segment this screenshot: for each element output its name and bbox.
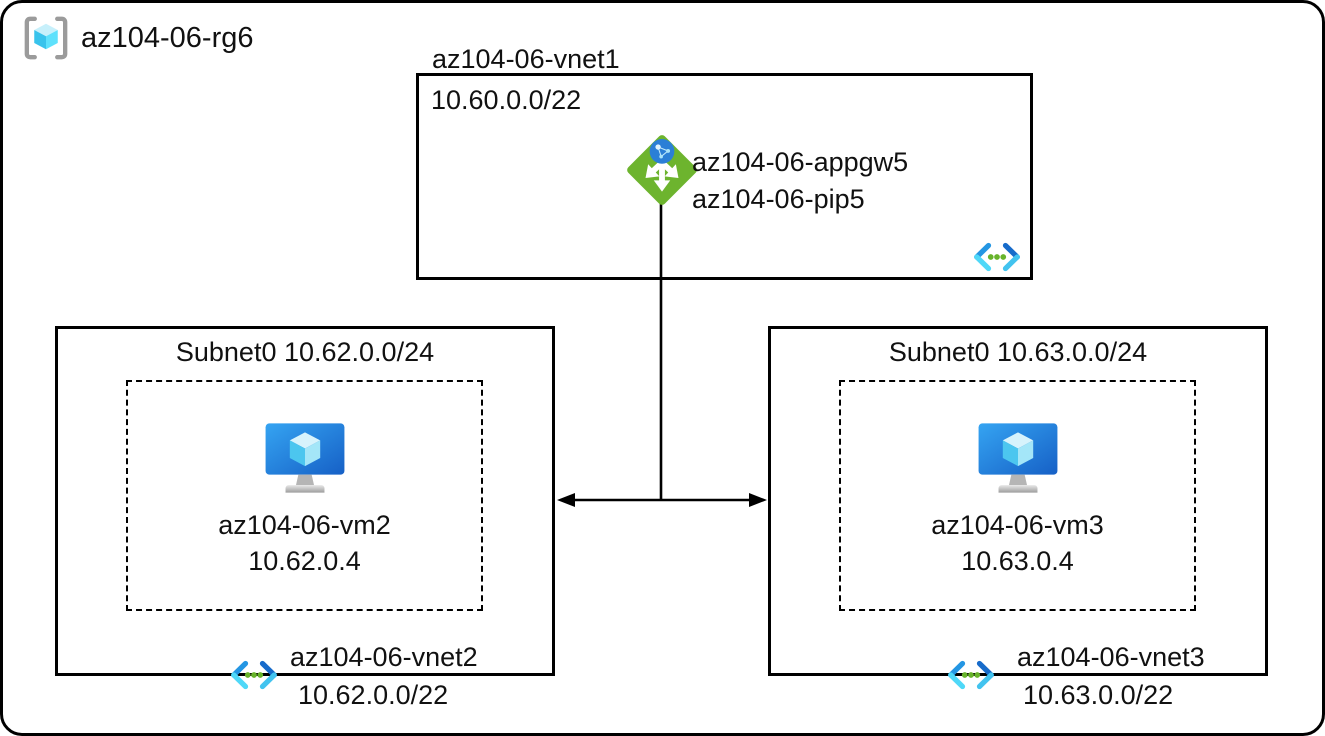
virtual-network-icon [948, 660, 994, 690]
vm-name: az104-06-vm3 [931, 510, 1104, 540]
subnet-title: Subnet0 10.62.0.0/24 [175, 337, 435, 367]
subnet-boundary: az104-06-vm2 10.62.0.4 [126, 380, 483, 611]
vnet-name: az104-06-vnet3 [1017, 642, 1205, 672]
vnet-name: az104-06-vnet2 [290, 642, 478, 672]
vnet1-cidr: 10.60.0.0/22 [431, 85, 582, 115]
pip-name: az104-06-pip5 [692, 184, 865, 214]
vnet3-box: Subnet0 10.63.0.0/24 az104-06-vm3 [768, 326, 1268, 709]
subnet-title: Subnet0 10.63.0.0/24 [888, 337, 1148, 367]
virtual-network-icon [974, 242, 1020, 272]
vnet2-box: Subnet0 10.62.0.0/24 az104-06-vm2 [55, 326, 555, 709]
application-gateway-icon [627, 135, 697, 205]
vnet-cidr: 10.63.0.0/22 [1023, 680, 1174, 710]
vnet1-box: az104-06-vnet1 10.60.0.0/22 [416, 44, 1033, 280]
subnet-boundary: az104-06-vm3 10.63.0.4 [839, 380, 1196, 611]
vm-ip: 10.62.0.4 [248, 546, 361, 576]
resource-group-name: az104-06-rg6 [81, 21, 254, 54]
resource-group-header: az104-06-rg6 [23, 15, 254, 61]
virtual-machine-icon [978, 423, 1057, 493]
vnet-cidr: 10.62.0.0/22 [298, 680, 449, 710]
vm-name: az104-06-vm2 [218, 510, 391, 540]
vnet1-title: az104-06-vnet1 [432, 44, 620, 74]
appgw-name: az104-06-appgw5 [692, 147, 909, 177]
virtual-network-icon [231, 660, 277, 690]
vm-ip: 10.63.0.4 [961, 546, 1074, 576]
resource-group-icon [24, 16, 68, 60]
appgw-labels: az104-06-appgw5 az104-06-pip5 [692, 144, 908, 218]
virtual-machine-icon [265, 423, 344, 493]
